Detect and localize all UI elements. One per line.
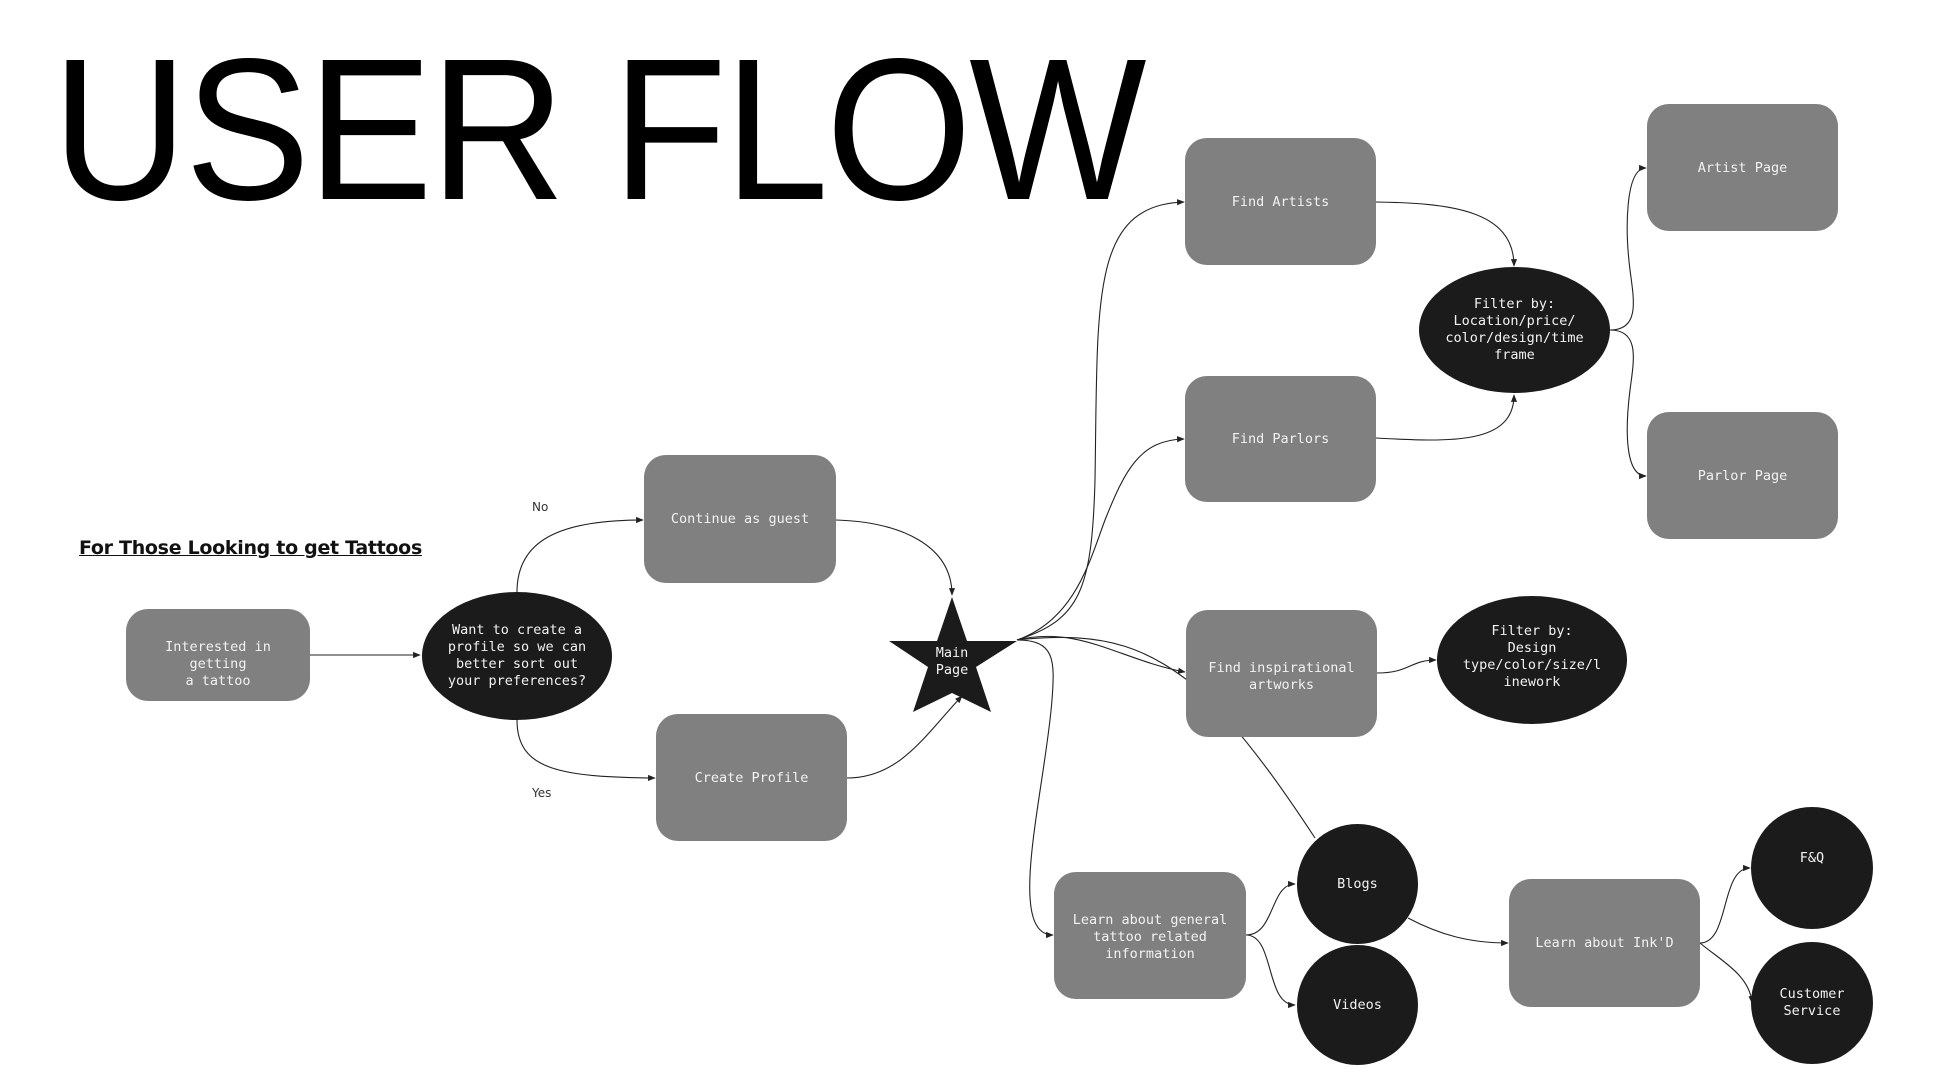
node-customer-service[interactable]: Customer Service [1751, 942, 1873, 1064]
flow-subtitle: For Those Looking to get Tattoos [79, 537, 422, 559]
edge-label-yes: Yes [532, 786, 552, 800]
node-filter-artists-parlors[interactable]: Filter by: Location/price/ color/design/… [1419, 267, 1610, 393]
edge-inspiration-filter2 [1376, 656, 1437, 674]
edge-create-main [846, 695, 963, 779]
main-page-label: Main Page [935, 645, 969, 678]
page-title: USER FLOW [52, 16, 1146, 242]
edge-guest-main [835, 519, 956, 596]
node-find-artists[interactable]: Find Artists [1185, 138, 1376, 265]
node-artist-page[interactable]: Artist Page [1647, 104, 1838, 231]
edge-inkd-faq [1699, 864, 1751, 944]
node-find-parlors[interactable]: Find Parlors [1185, 376, 1376, 502]
edge-filter-artist-page [1609, 164, 1647, 331]
node-videos[interactable]: Videos [1297, 945, 1418, 1065]
node-filter-artworks[interactable]: Filter by: Design type/color/size/l inew… [1437, 596, 1627, 724]
node-blogs[interactable]: Blogs [1297, 824, 1418, 944]
edge-learn-blogs [1245, 880, 1296, 936]
edge-inkd-cs [1699, 942, 1755, 1004]
edge-decision-guest [516, 516, 644, 593]
edge-main-learn [1016, 639, 1054, 939]
edge-main-parlors [1016, 436, 1185, 641]
edge-blogs-inkd [1407, 917, 1509, 947]
edge-label-no: No [532, 500, 549, 514]
main-page-star[interactable] [889, 597, 1017, 712]
node-faq[interactable]: F&Q [1751, 807, 1873, 929]
node-learn-general[interactable]: Learn about general tattoo related infor… [1054, 872, 1246, 999]
edge-main-inspiration [1016, 635, 1186, 674]
edge-filter-parlor-page [1609, 329, 1647, 480]
node-interested[interactable]: Interested in getting a tattoo [126, 609, 310, 701]
node-continue-as-guest[interactable]: Continue as guest [644, 455, 836, 583]
edge-learn-videos [1245, 934, 1296, 1009]
node-learn-inkd[interactable]: Learn about Ink'D [1509, 879, 1700, 1007]
edge-artists-filter [1375, 201, 1518, 267]
edge-decision-create [516, 719, 656, 782]
node-find-inspiration[interactable]: Find inspirational artworks [1186, 610, 1377, 737]
edge-main-artists [1016, 199, 1185, 641]
node-create-profile[interactable]: Create Profile [656, 714, 847, 841]
node-parlor-page[interactable]: Parlor Page [1647, 412, 1838, 539]
node-decision[interactable]: Want to create a profile so we can bette… [422, 592, 612, 720]
edge-parlors-filter [1375, 394, 1518, 441]
